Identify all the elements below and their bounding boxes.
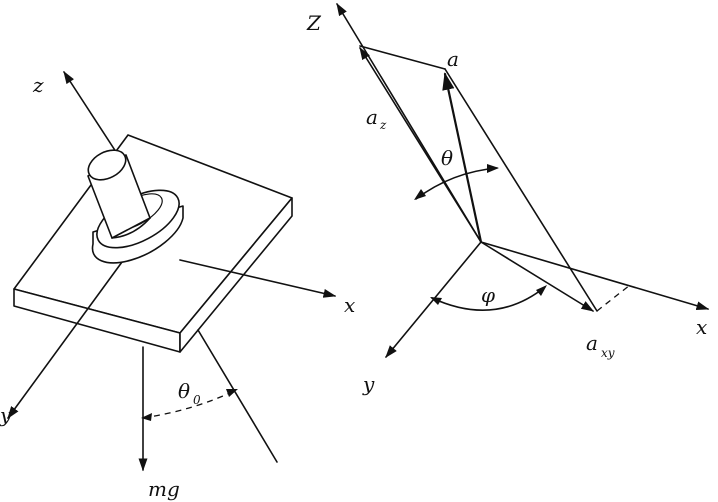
left-z-label: z — [32, 73, 44, 97]
theta-arc — [415, 167, 498, 200]
cylinder — [87, 149, 184, 264]
theta0-arc-left-head — [141, 413, 152, 421]
right-z-label: Z — [306, 11, 322, 35]
theta-arc-right-head — [487, 164, 499, 173]
right-figure: Z x y a a z a xy θ φ — [306, 2, 710, 396]
left-x-label: x — [344, 293, 355, 317]
axy-subscript: xy — [601, 346, 615, 360]
theta0-subscript: 0 — [193, 393, 201, 407]
right-x-axis — [480, 241, 710, 311]
mg-label: mg — [148, 477, 180, 501]
left-x-axis — [179, 259, 337, 298]
az-subscript: z — [379, 118, 387, 132]
theta0-arc — [142, 389, 237, 419]
phi-arc-right-head — [536, 285, 547, 296]
plate-side-face — [179, 197, 293, 353]
proj-axy-to-x — [596, 284, 631, 312]
theta-arc-left-head — [414, 189, 426, 200]
left-y-axis — [7, 261, 123, 420]
cylinder-shaft-bottom — [111, 217, 151, 239]
vector-axy — [480, 241, 595, 312]
left-y-label: y — [0, 403, 12, 427]
right-x-label: x — [696, 315, 707, 339]
right-y-label: y — [362, 372, 375, 396]
proj-a-to-axy — [444, 68, 598, 312]
vector-a — [442, 72, 483, 244]
left-z-axis — [63, 70, 121, 159]
theta-label: θ — [441, 146, 453, 170]
a-label: a — [447, 47, 459, 71]
phi-arc-left-head — [430, 297, 442, 305]
cylinder-shaft-top — [87, 149, 127, 181]
az-label: a — [366, 105, 378, 129]
axy-label: a — [586, 331, 598, 355]
proj-az-to-a — [359, 45, 446, 70]
phi-label: φ — [481, 283, 495, 307]
vector-az — [359, 46, 482, 243]
phi-arc — [431, 286, 546, 311]
theta0-arc-right-head — [226, 389, 238, 397]
incline-line — [197, 329, 278, 463]
theta0-label: θ — [178, 379, 190, 403]
left-figure: z x y mg θ 0 — [0, 70, 355, 501]
